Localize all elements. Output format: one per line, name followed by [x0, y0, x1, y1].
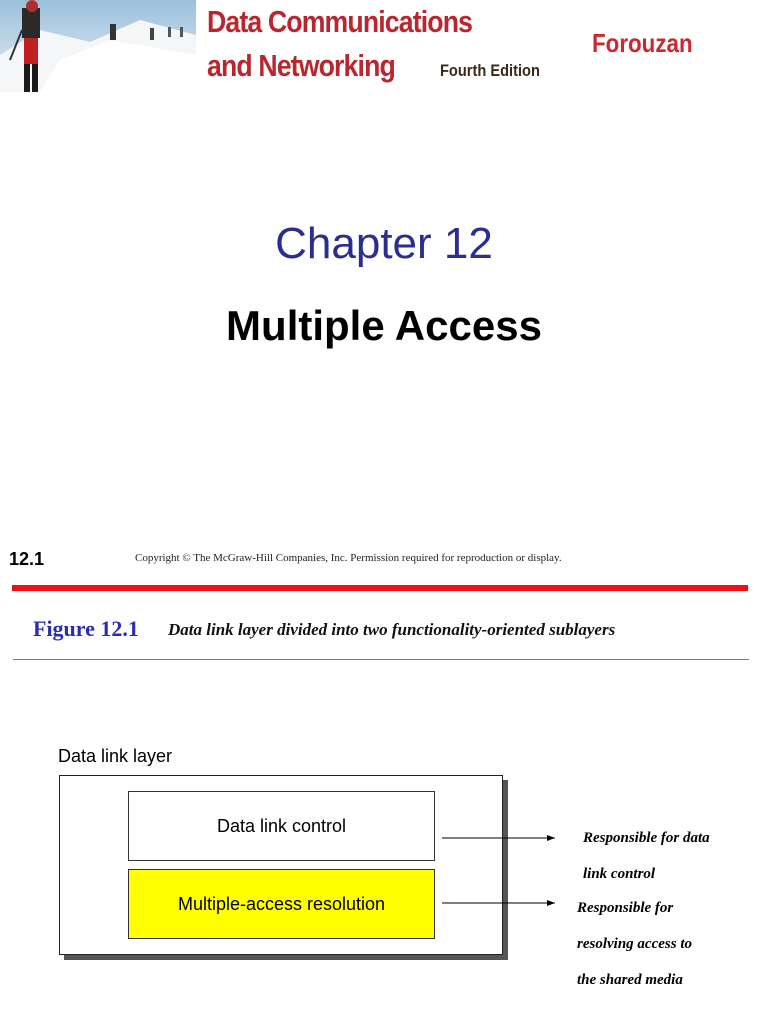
book-author: Forouzan	[592, 28, 693, 58]
data-link-layer-label: Data link layer	[58, 746, 173, 766]
lower-sublayer-note: Responsible for resolving access to the …	[577, 890, 692, 998]
figure-label: Figure 12.1	[33, 616, 139, 641]
chapter-subtitle: Multiple Access	[226, 302, 542, 349]
book-edition: Fourth Edition	[440, 61, 540, 80]
upper-note-line-2: link control	[583, 866, 656, 882]
banner-photo	[0, 0, 196, 92]
chapter-title: Chapter 12	[275, 219, 493, 268]
upper-sublayer-note: Responsible for data link control	[583, 820, 710, 892]
lower-note-line-1: Responsible for	[577, 900, 674, 916]
data-link-control-label: Data link control	[216, 815, 347, 836]
book-title-line-1: Data Communications	[207, 4, 473, 39]
copyright-notice: Copyright © The McGraw-Hill Companies, I…	[135, 552, 562, 564]
multiple-access-resolution-label: Multiple-access resolution	[177, 893, 386, 914]
upper-note-line-1: Responsible for data	[583, 830, 710, 846]
book-title-line-2: and Networking	[207, 48, 396, 83]
caption-rule	[13, 659, 749, 660]
data-link-control-box: Data link control	[128, 791, 435, 861]
multiple-access-resolution-box: Multiple-access resolution	[128, 869, 435, 939]
lower-note-line-2: resolving access to	[577, 936, 692, 952]
slide-divider	[12, 585, 748, 591]
lower-note-line-3: the shared media	[577, 972, 683, 988]
mountaineers-image	[0, 0, 196, 92]
slide-number: 12.1	[9, 549, 45, 569]
figure-caption: Data link layer divided into two functio…	[168, 620, 616, 639]
